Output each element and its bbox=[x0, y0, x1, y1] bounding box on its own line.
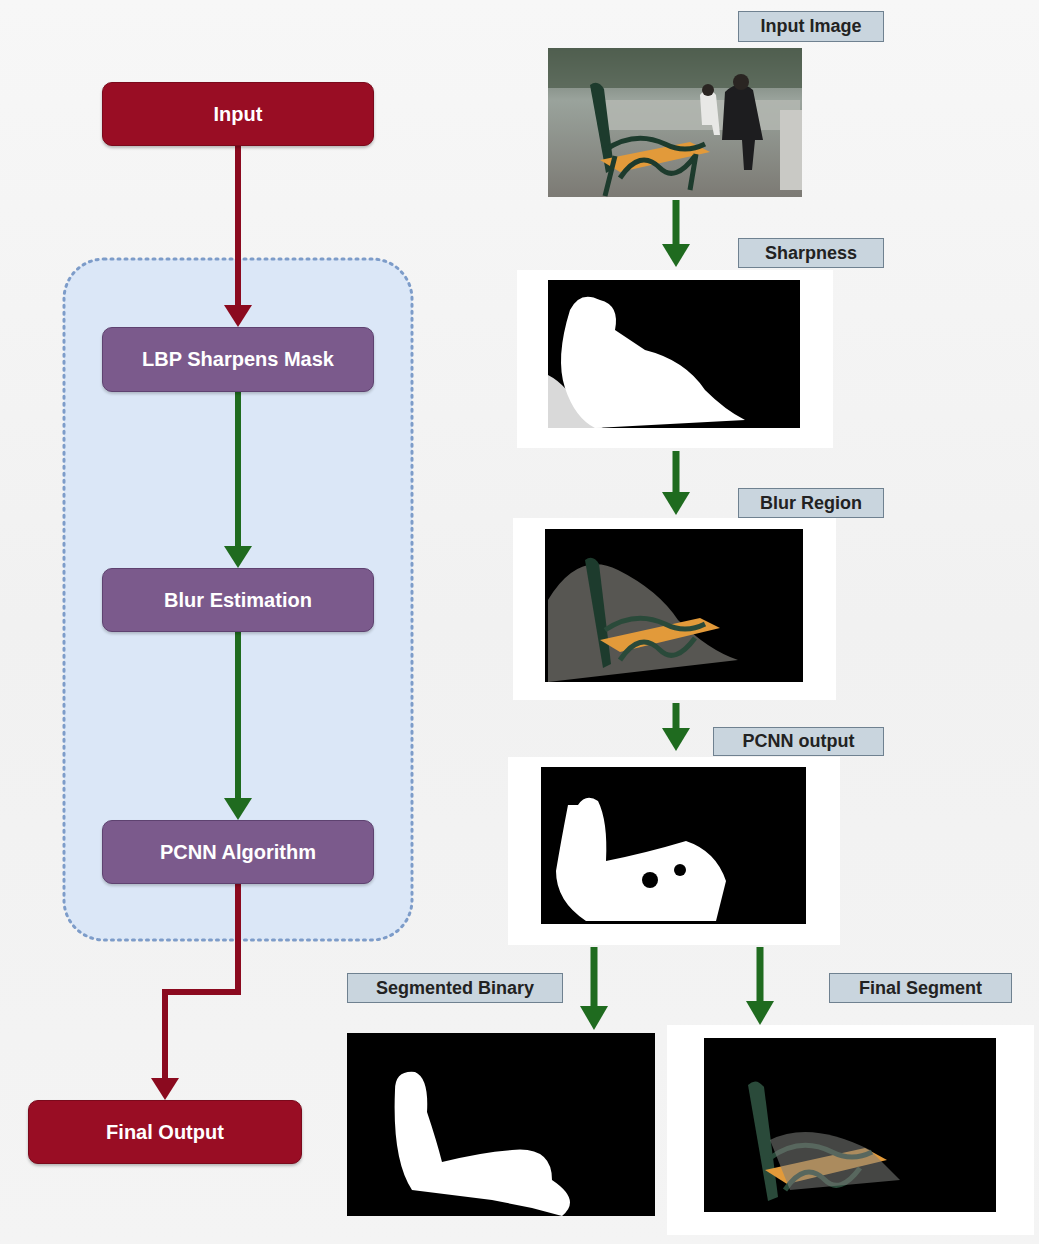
segmented-binary-image bbox=[347, 1033, 655, 1216]
process-box: Blur Estimation bbox=[102, 568, 374, 632]
blur-region-image bbox=[545, 529, 803, 682]
flow-arrow bbox=[580, 200, 774, 1030]
end-box: Final Output bbox=[28, 1100, 302, 1164]
node-label: Final Output bbox=[106, 1121, 224, 1144]
sharpness-mask bbox=[548, 280, 800, 428]
node-label: Input bbox=[214, 103, 263, 126]
node-label: PCNN output bbox=[743, 731, 855, 752]
image-tag: Sharpness bbox=[738, 238, 884, 268]
connector-line bbox=[235, 632, 241, 800]
node-label: LBP Sharpens Mask bbox=[142, 348, 334, 371]
connector-line bbox=[235, 392, 241, 548]
image-tag: Segmented Binary bbox=[347, 973, 563, 1003]
connector-line bbox=[235, 146, 241, 307]
arrow-head bbox=[151, 1078, 179, 1100]
image-tag: Input Image bbox=[738, 11, 884, 42]
node-label: Blur Region bbox=[760, 493, 862, 514]
node-label: Input Image bbox=[760, 16, 861, 37]
group-region bbox=[64, 259, 412, 940]
image-tag: PCNN output bbox=[713, 727, 884, 756]
start-box: Input bbox=[102, 82, 374, 146]
node-label: Final Segment bbox=[859, 978, 982, 999]
node-label: Segmented Binary bbox=[376, 978, 534, 999]
flow-connector bbox=[224, 146, 252, 327]
flow-connector bbox=[224, 392, 252, 568]
connector-line bbox=[165, 884, 238, 1080]
image-tag: Blur Region bbox=[738, 488, 884, 518]
final-segment-image bbox=[704, 1038, 996, 1212]
process-box: LBP Sharpens Mask bbox=[102, 327, 374, 392]
node-label: PCNN Algorithm bbox=[160, 841, 316, 864]
process-box: PCNN Algorithm bbox=[102, 820, 374, 884]
arrow-head bbox=[224, 546, 252, 568]
arrow-head bbox=[224, 798, 252, 820]
input-photo bbox=[548, 48, 802, 197]
image-tag: Final Segment bbox=[829, 973, 1012, 1003]
arrow-head bbox=[224, 305, 252, 327]
node-label: Sharpness bbox=[765, 243, 857, 264]
node-label: Blur Estimation bbox=[164, 589, 312, 612]
flow-connector bbox=[151, 884, 238, 1100]
pcnn-output-image bbox=[541, 767, 806, 924]
flow-connector bbox=[224, 632, 252, 820]
